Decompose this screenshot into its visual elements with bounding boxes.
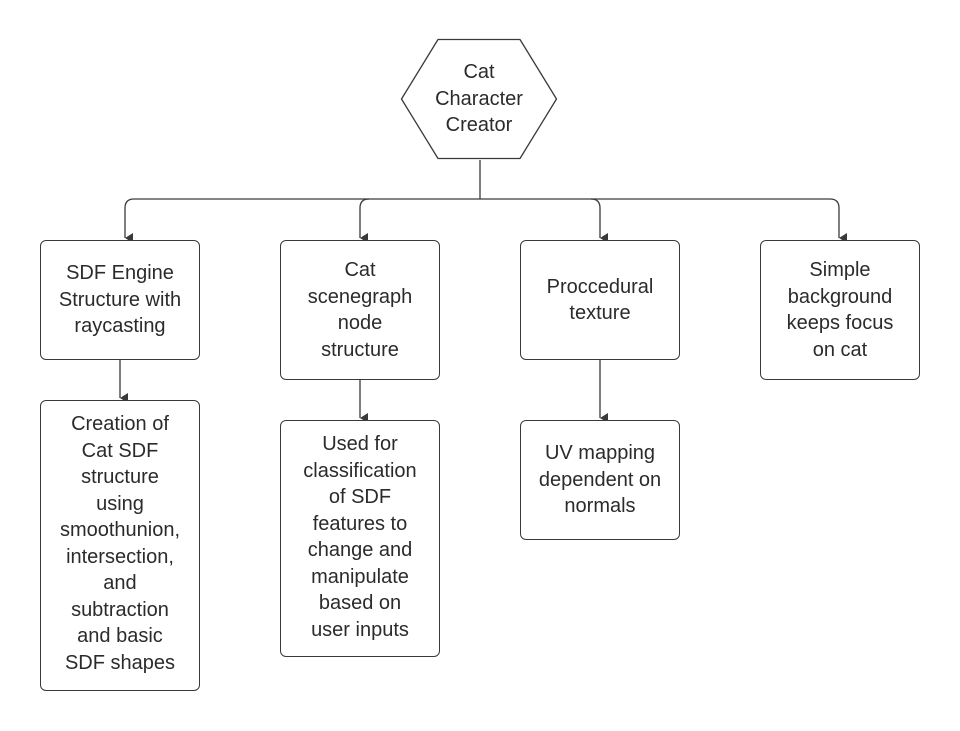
child-label: Creation of Cat SDF structure using smoo… bbox=[59, 413, 181, 674]
hexagon-shape bbox=[400, 38, 558, 160]
child-node-classification: Used for classification of SDF features … bbox=[280, 420, 440, 657]
branch-label: Simple background keeps focus on cat bbox=[786, 259, 894, 361]
child-node-uv-mapping: UV mapping dependent on normals bbox=[520, 420, 680, 540]
branch-2-connector bbox=[359, 198, 370, 243]
trunk-connector bbox=[124, 198, 840, 209]
branch-3-connector bbox=[590, 198, 608, 243]
branch-label: Cat scenegraph node structure bbox=[307, 259, 413, 361]
child-label: Used for classification of SDF features … bbox=[303, 433, 417, 641]
root-node: Cat Character Creator bbox=[400, 38, 558, 160]
branch-label: Proccedural texture bbox=[546, 275, 654, 325]
root-label: Cat Character Creator bbox=[435, 61, 523, 137]
branch-label: SDF Engine Structure with raycasting bbox=[58, 262, 182, 338]
child-node-cat-sdf-creation: Creation of Cat SDF structure using smoo… bbox=[40, 400, 200, 691]
branch-node-sdf-engine: SDF Engine Structure with raycasting bbox=[40, 240, 200, 360]
branch-node-scenegraph: Cat scenegraph node structure bbox=[280, 240, 440, 380]
branch-node-background: Simple background keeps focus on cat bbox=[760, 240, 920, 380]
branch-node-procedural-texture: Proccedural texture bbox=[520, 240, 680, 360]
child-label: UV mapping dependent on normals bbox=[538, 442, 662, 518]
